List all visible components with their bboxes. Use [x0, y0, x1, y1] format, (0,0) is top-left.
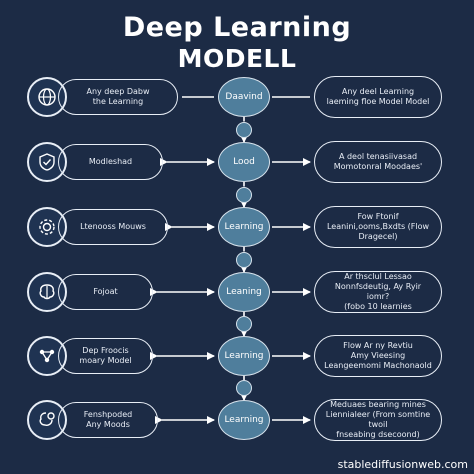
spine-dot-5 — [236, 380, 252, 396]
center-node-3: Learning — [218, 207, 270, 247]
right-label-5: Flow Ar ny Revtiu Amy Vieesing Leangeemo… — [314, 335, 442, 377]
spine-dot-2 — [236, 186, 252, 203]
center-node-5: Learning — [218, 336, 270, 376]
right-label-3: Fow Ftonif Leanini,ooms,Bxdts (Flow Drag… — [314, 206, 442, 248]
spine-dot-3 — [236, 251, 252, 268]
left-label-3: Ltenooss Mouws — [58, 209, 168, 245]
spine-dot-1 — [236, 121, 252, 138]
center-node-4: Leaning — [218, 272, 270, 312]
center-node-2: Lood — [218, 142, 270, 182]
left-label-2: Modleshad — [58, 144, 163, 180]
shield-check-icon — [27, 142, 67, 182]
center-node-1: Daavind — [218, 77, 270, 117]
center-node-6: Learning — [218, 400, 270, 440]
right-label-6: Meduaes bearing mines Liennialeer (From … — [314, 399, 442, 441]
title-line-2: MODELL — [177, 44, 297, 73]
left-label-5: Dep Froocis moary Model — [58, 338, 153, 374]
title-line-1: Deep Learning — [122, 12, 352, 43]
spine-dot-4 — [236, 316, 252, 332]
right-label-2: A deol tenasiivasad Momotonral Moodaes' — [314, 141, 442, 183]
left-label-4: Fojoat — [58, 274, 153, 310]
watermark: stablediffusionweb.com — [337, 458, 468, 471]
left-label-1: Any deep Dabw the Learning — [58, 79, 178, 115]
right-label-4: Ar thsclul Lessao Nonnfsdeutig, Ay Ryir … — [314, 271, 442, 313]
right-label-1: Any deel Learning laeming floe Model Mod… — [314, 76, 442, 118]
left-label-6: Fenshpoded Any Moods — [58, 402, 158, 438]
